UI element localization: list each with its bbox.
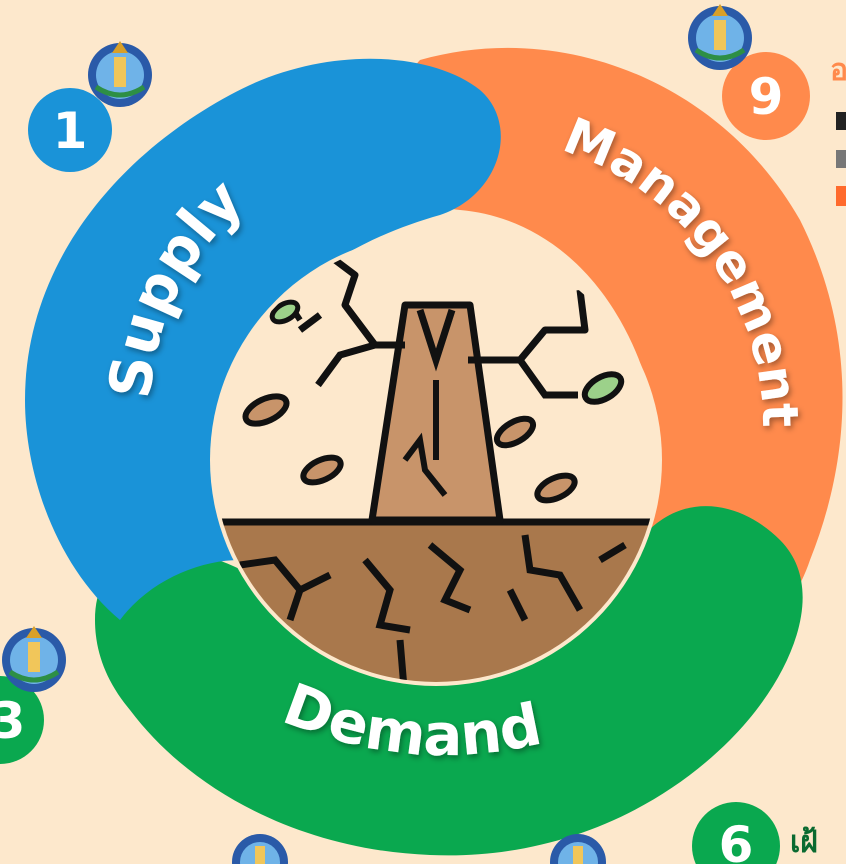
badge-9: 9 — [722, 52, 810, 140]
svg-text:6: 6 — [719, 816, 754, 864]
royal-department-emblem-icon — [2, 626, 66, 692]
badge-1: 1 — [28, 88, 112, 172]
badge-3: 3 — [0, 676, 44, 764]
svg-text:9: 9 — [749, 68, 784, 126]
top-right-text-line — [836, 186, 846, 206]
svg-text:3: 3 — [0, 692, 25, 750]
svg-text:1: 1 — [53, 102, 88, 160]
royal-department-emblem-icon — [688, 4, 752, 70]
royal-department-emblem-icon — [550, 834, 606, 864]
badge-6: 6 — [692, 802, 780, 864]
top-right-text: อ — [830, 53, 846, 88]
supply-segment — [25, 58, 501, 620]
bottom-right-text: เฝ้ — [790, 825, 818, 860]
royal-department-emblem-icon — [232, 834, 288, 864]
top-right-text-line — [836, 150, 846, 168]
management-segment — [394, 47, 843, 660]
top-right-text-line — [836, 112, 846, 130]
royal-department-emblem-icon — [88, 41, 152, 107]
